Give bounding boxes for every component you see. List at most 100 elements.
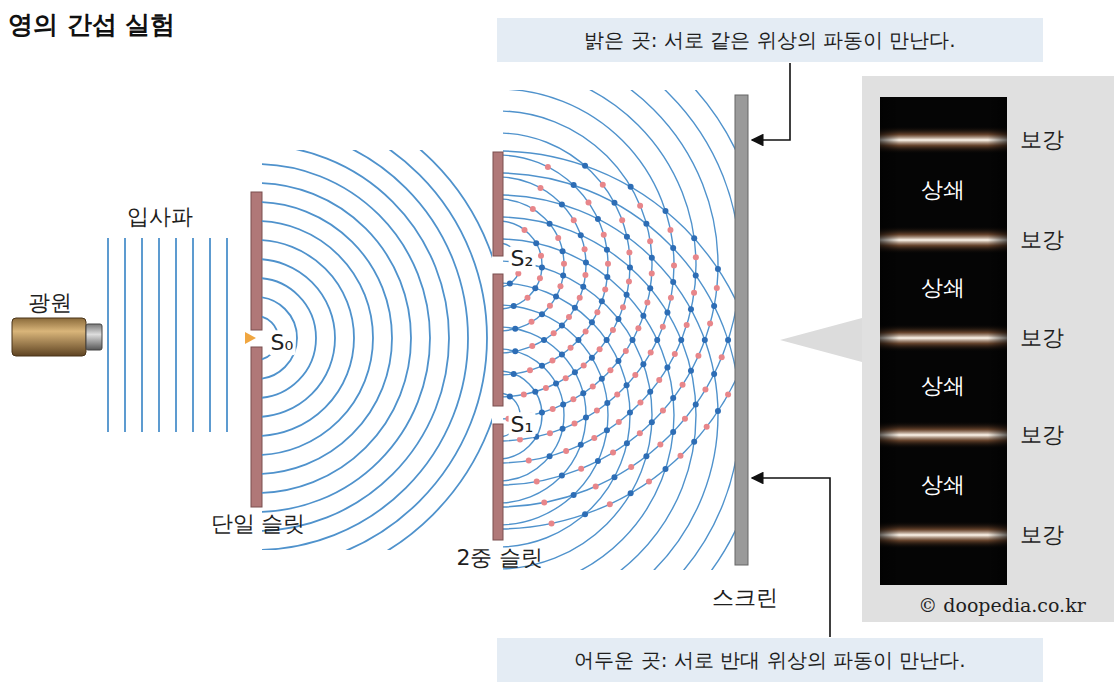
interference-dot	[582, 272, 588, 278]
interference-dot	[684, 322, 690, 328]
interference-dot	[512, 326, 518, 332]
interference-dot	[637, 203, 643, 209]
interference-dot	[693, 254, 699, 260]
interference-dot	[538, 253, 544, 259]
interference-dot	[512, 348, 518, 354]
interference-dot	[664, 310, 670, 316]
interference-dot	[559, 322, 565, 328]
callout-text: 어두운 곳: 서로 반대 위상의 파동이 만난다.	[574, 647, 965, 674]
interference-dot	[529, 343, 535, 349]
interference-dot	[707, 320, 713, 326]
wave-front	[262, 278, 316, 398]
interference-dot	[670, 245, 676, 251]
wave-front	[262, 183, 411, 493]
wave-front	[262, 150, 492, 550]
interference-dot	[715, 408, 721, 414]
interference-dot	[551, 330, 557, 336]
interference-dot	[711, 303, 717, 309]
interference-dot	[539, 264, 545, 270]
interference-dot	[571, 182, 577, 188]
wave-front	[262, 259, 335, 417]
interference-dot	[547, 430, 553, 436]
interference-dot	[615, 358, 621, 364]
interference-dot	[602, 287, 608, 293]
leader-line	[752, 478, 830, 637]
leader-line	[752, 63, 790, 140]
wave-front	[503, 283, 630, 547]
wave-front	[503, 177, 586, 353]
interference-dot	[590, 383, 596, 389]
wave-front	[141, 238, 143, 432]
interference-dot	[725, 337, 731, 343]
fringe-label: 보강	[1020, 227, 1064, 252]
fringe-label: 보강	[1020, 522, 1064, 547]
part-label: S₁	[509, 412, 536, 437]
interference-dot	[555, 235, 561, 241]
interference-dot	[529, 319, 535, 325]
interference-dot	[646, 479, 652, 485]
interference-dot	[604, 274, 610, 280]
interference-dot	[660, 324, 666, 330]
wave-front	[503, 173, 735, 570]
part-label: S₂	[509, 246, 536, 271]
callout-box: 어두운 곳: 서로 반대 위상의 파동이 만난다.	[497, 638, 1043, 682]
interference-dot	[670, 395, 676, 401]
callout-text: 밝은 곳: 서로 같은 위상의 파동이 만난다.	[584, 27, 955, 54]
watermark: © doopedia.co.kr	[918, 595, 1085, 617]
fringe-pattern	[880, 97, 1007, 585]
interference-dot	[534, 479, 540, 485]
wave-front	[209, 238, 211, 432]
wave-front	[503, 349, 564, 481]
wave-front	[262, 221, 373, 455]
interference-dot	[539, 363, 545, 369]
part-label: 2중 슬릿	[457, 545, 544, 570]
fringe-label: 보강	[1020, 422, 1064, 447]
part-label: 광원	[28, 290, 72, 315]
wave-front	[503, 90, 696, 463]
interference-dot	[580, 284, 586, 290]
interference-dot	[662, 208, 668, 214]
wave-front	[262, 240, 354, 436]
interference-dot	[656, 377, 662, 383]
interference-dot	[559, 352, 565, 358]
wave-front	[262, 297, 297, 379]
interference-dot	[680, 382, 686, 388]
fringe-label: 상쇄	[921, 373, 965, 398]
interference-dot	[583, 260, 589, 266]
light-source	[12, 318, 102, 356]
fringe-label: 상쇄	[921, 472, 965, 497]
interference-dot	[594, 309, 600, 315]
interference-dot	[637, 430, 643, 436]
interference-dot	[532, 285, 538, 291]
interference-dot	[648, 350, 654, 356]
interference-dot	[626, 279, 632, 285]
interference-dot	[572, 420, 578, 426]
interference-dot	[678, 453, 684, 459]
interference-dot	[688, 306, 694, 312]
interference-dot	[595, 216, 601, 222]
interference-dot	[571, 492, 577, 498]
interference-dot	[702, 387, 708, 393]
interference-dot	[637, 400, 643, 406]
interference-dot	[561, 261, 567, 267]
interference-dot	[560, 272, 566, 278]
interference-dot	[580, 390, 586, 396]
interference-dot	[611, 474, 617, 480]
interference-dot	[635, 325, 641, 331]
interference-dot	[553, 293, 559, 299]
interference-dot	[532, 389, 538, 395]
interference-dot	[688, 368, 694, 374]
interference-dot	[595, 458, 601, 464]
interference-dot	[541, 337, 547, 343]
interference-dot	[624, 440, 630, 446]
wave-front	[503, 239, 674, 570]
interference-dot	[647, 285, 653, 291]
fringe-edge-shade	[880, 97, 1007, 585]
wave-front	[262, 150, 468, 550]
interference-dot	[585, 199, 591, 205]
interference-dot	[695, 353, 701, 359]
interference-dot	[630, 337, 636, 343]
interference-dot	[628, 184, 634, 190]
interference-dot	[599, 376, 605, 382]
